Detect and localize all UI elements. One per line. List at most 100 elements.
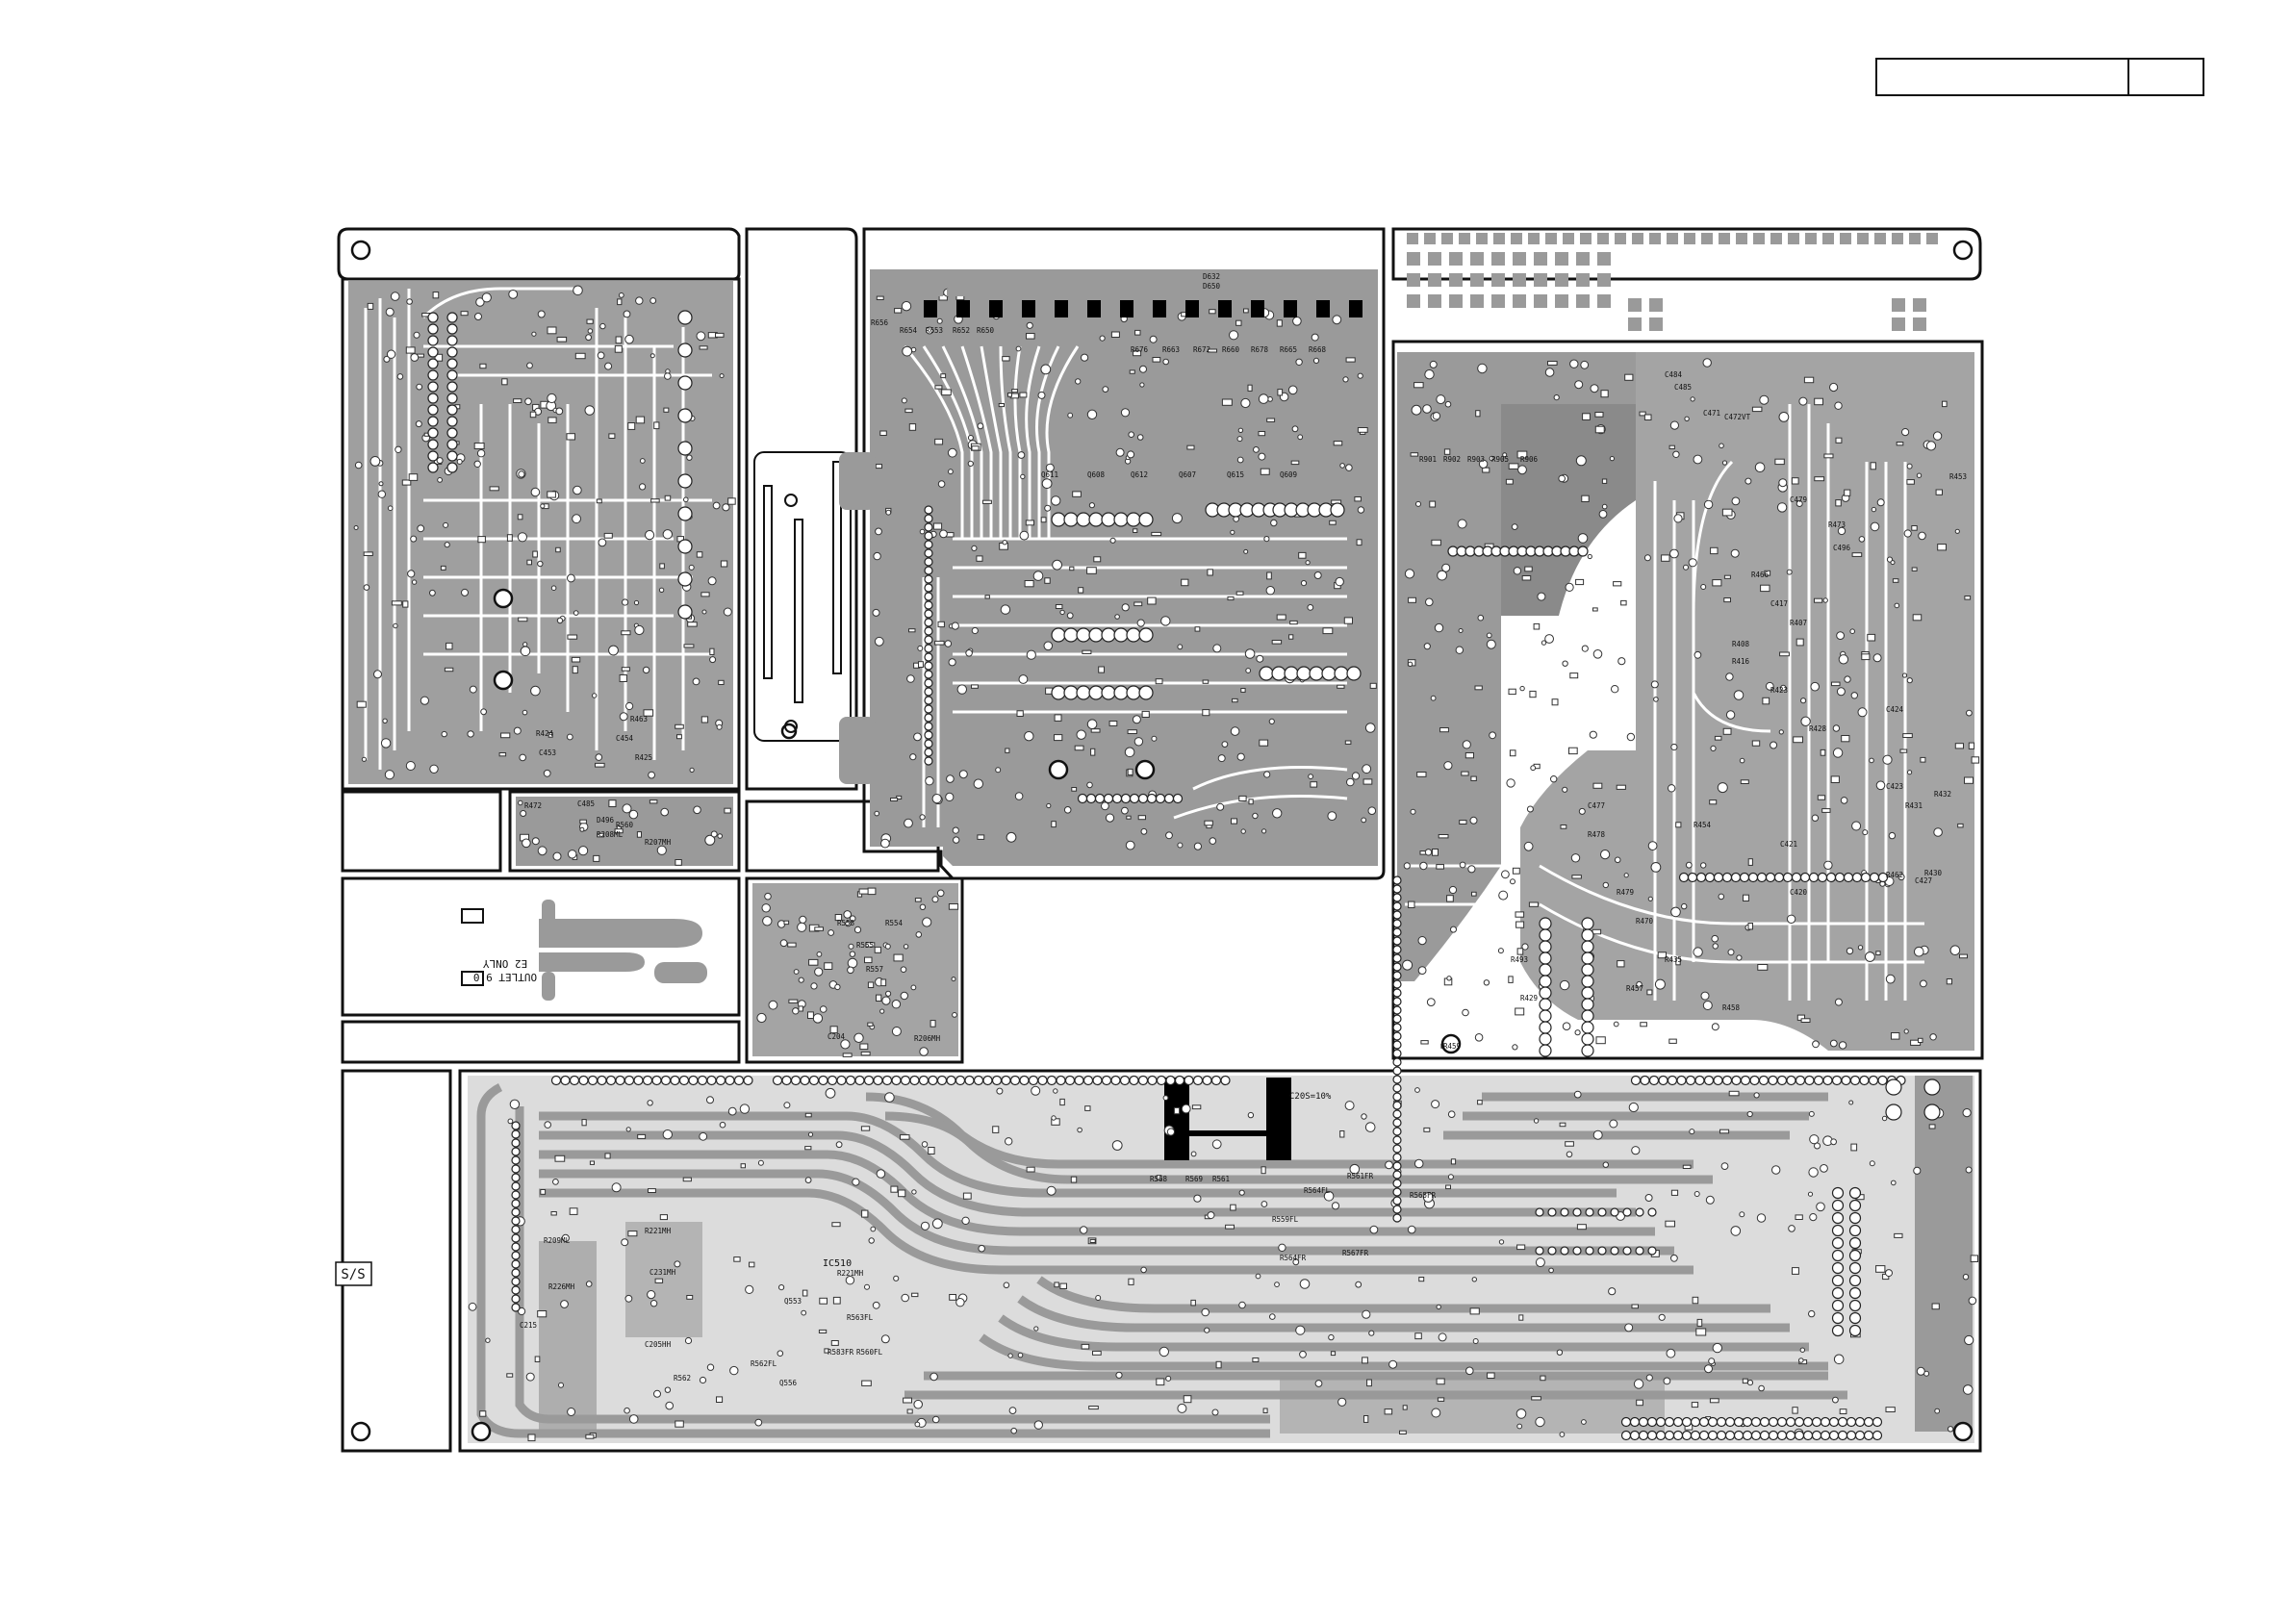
via-pad <box>1099 335 1106 342</box>
header-pin <box>1392 893 1402 902</box>
header-pin <box>1848 1286 1862 1300</box>
via-pad <box>1771 1165 1781 1175</box>
smd-pad <box>1795 1214 1803 1221</box>
smd-pad <box>890 798 899 801</box>
via-pad <box>443 521 449 528</box>
smd-pad <box>829 1026 838 1034</box>
header-pin <box>1808 872 1820 883</box>
smd-pad <box>569 1207 578 1215</box>
designator-label: C496 <box>1833 544 1851 552</box>
smd-pad <box>534 1356 541 1362</box>
title-block <box>1875 58 2204 96</box>
via-pad <box>1589 730 1597 739</box>
via-pad <box>901 301 912 312</box>
smd-pad <box>1354 496 1362 502</box>
header-pin <box>1392 1023 1402 1032</box>
header-pin <box>1392 1049 1402 1058</box>
smd-pad <box>1723 597 1732 603</box>
header-pin <box>1539 998 1552 1011</box>
smd-pad <box>1743 894 1749 902</box>
smd-pad <box>879 430 887 436</box>
via-pad <box>1727 949 1735 956</box>
header-pin <box>651 1075 662 1086</box>
via-pad <box>701 609 707 615</box>
power-device <box>1022 300 1035 317</box>
smd-pad <box>1357 427 1368 433</box>
via-pad <box>639 483 647 491</box>
via-pad <box>1455 646 1464 654</box>
smd-pad <box>527 1434 536 1442</box>
header-pin <box>1309 666 1324 681</box>
header-pin <box>511 1303 521 1312</box>
designator-label: R903 <box>1467 455 1485 464</box>
via-pad <box>1530 765 1537 772</box>
via-pad <box>526 362 533 369</box>
via-pad <box>1647 896 1653 901</box>
via-pad <box>1498 1239 1505 1245</box>
smd-pad <box>1508 463 1519 469</box>
header-pin <box>1811 1416 1822 1428</box>
smd-pad <box>716 1396 724 1404</box>
power-pad <box>914 289 943 296</box>
header-pin <box>1585 1207 1594 1217</box>
via-pad <box>1523 841 1534 851</box>
designator-label: R226MH <box>548 1282 575 1291</box>
smd-pad <box>1431 539 1441 546</box>
via-pad <box>719 373 725 379</box>
via-pad <box>816 952 823 957</box>
header-pin <box>511 1147 521 1156</box>
via-pad <box>1872 653 1882 663</box>
header-pin <box>1817 872 1828 883</box>
header-pin <box>511 1138 521 1148</box>
via-pad <box>1040 364 1052 375</box>
via-pad <box>1590 384 1599 393</box>
header-pin <box>1831 1261 1845 1275</box>
header-pin <box>1572 1207 1582 1217</box>
header-pin <box>1721 1075 1733 1086</box>
smd-pad <box>1757 964 1769 971</box>
via-pad <box>1046 802 1052 809</box>
header-pin <box>446 450 458 462</box>
via-pad <box>415 420 422 428</box>
designator-label: D632 <box>1203 272 1220 281</box>
header-pin <box>1721 872 1733 883</box>
smd-pad <box>1594 412 1604 418</box>
via-pad <box>840 1039 851 1050</box>
via-pad <box>1411 404 1422 416</box>
via-pad <box>1654 978 1666 990</box>
smd-pad <box>1902 733 1913 738</box>
smd-pad <box>408 473 419 481</box>
via-pad <box>1800 716 1811 726</box>
smd-pad <box>1288 634 1294 640</box>
designator-label: R562FL <box>751 1359 777 1368</box>
via-pad <box>1812 1040 1820 1049</box>
via-pad <box>1809 1134 1820 1145</box>
via-pad <box>1670 906 1681 918</box>
via-pad <box>1133 737 1144 747</box>
smd-pad <box>405 346 416 354</box>
header-pin <box>1843 872 1854 883</box>
smd-pad <box>1516 450 1528 459</box>
header-pin <box>427 323 439 335</box>
via-pad <box>810 982 818 990</box>
smd-pad <box>1016 710 1024 717</box>
header-pin <box>1392 979 1402 989</box>
via-pad <box>467 730 474 738</box>
smd-pad <box>648 1188 656 1193</box>
via-pad <box>1121 603 1130 612</box>
smd-pad <box>1594 425 1605 434</box>
smd-pad <box>1261 1166 1266 1175</box>
smd-pad <box>1191 1104 1202 1110</box>
via-pad <box>901 1293 910 1303</box>
via-pad <box>1462 1008 1469 1017</box>
header-pin <box>1547 1246 1557 1256</box>
via-pad <box>537 846 548 856</box>
header-pin <box>924 574 933 584</box>
smd-pad <box>1078 587 1084 594</box>
via-pad <box>1526 805 1534 813</box>
header-pin <box>1804 1075 1815 1086</box>
smd-pad <box>1839 1408 1847 1414</box>
smd-pad <box>1508 688 1516 696</box>
via-pad <box>377 490 386 498</box>
designator-label: R568 <box>1150 1175 1168 1183</box>
